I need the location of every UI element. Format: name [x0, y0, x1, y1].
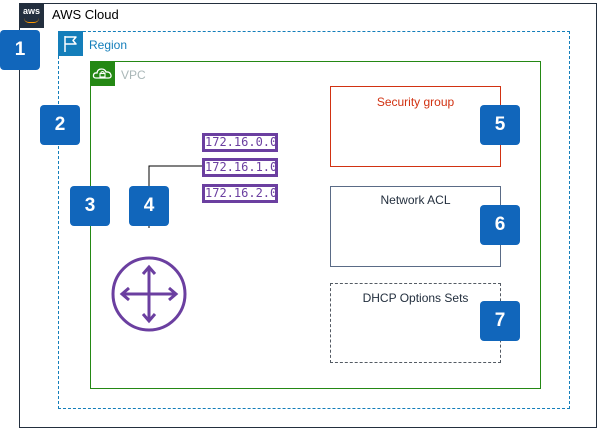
- route-entry: 172.16.1.0: [202, 158, 278, 177]
- badge-1: 1: [0, 30, 40, 70]
- dhcp-options-title: DHCP Options Sets: [362, 291, 469, 305]
- badge-7: 7: [480, 301, 520, 341]
- aws-smile-mark: [24, 18, 39, 23]
- router-icon: [111, 256, 187, 332]
- route-entry: 172.16.0.0: [202, 133, 278, 152]
- region-group: [58, 31, 570, 409]
- badge-2: 2: [40, 105, 80, 145]
- aws-cloud-group: [19, 3, 597, 428]
- route-entry: 172.16.2.0: [202, 184, 278, 203]
- badge-6: 6: [480, 205, 520, 245]
- security-group-title: Security group: [376, 95, 455, 109]
- aws-cloud-title: AWS Cloud: [52, 7, 119, 22]
- network-acl-title: Network ACL: [380, 193, 451, 207]
- badge-3: 3: [70, 186, 110, 226]
- aws-logo-icon: aws: [19, 3, 44, 28]
- vpc-cloud-lock-icon: [90, 61, 115, 86]
- aws-logo-text: aws: [22, 6, 40, 16]
- badge-4: 4: [129, 186, 169, 226]
- vpc-title: VPC: [121, 68, 146, 82]
- region-title: Region: [89, 38, 128, 52]
- badge-5: 5: [480, 105, 520, 145]
- region-flag-icon: [58, 31, 83, 56]
